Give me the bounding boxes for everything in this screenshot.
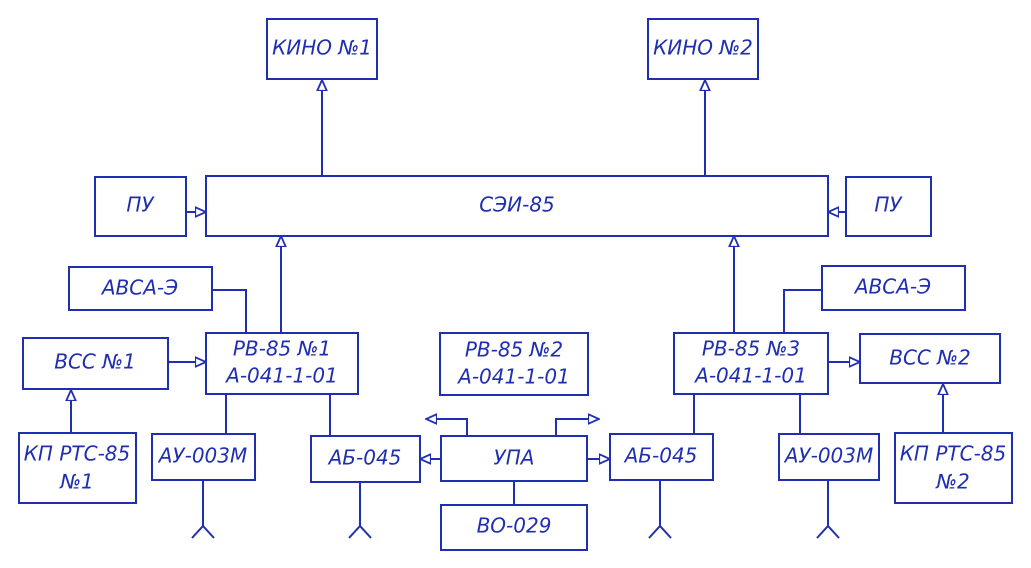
block-pu-right: ПУ bbox=[845, 176, 932, 237]
block-kp1-line2: №1 bbox=[59, 470, 94, 494]
block-vo: ВО-029 bbox=[440, 504, 588, 551]
block-rv2: РВ-85 №2 А-041-1-01 bbox=[439, 332, 589, 396]
upa-right-output-arrow bbox=[555, 419, 599, 436]
antenna-icon bbox=[348, 482, 372, 539]
block-au-left: АУ-003М bbox=[151, 433, 256, 481]
block-pu-left: ПУ bbox=[94, 176, 187, 237]
block-kp2: КП РТС-85 №2 bbox=[894, 432, 1013, 504]
block-vo-label: ВО-029 bbox=[477, 514, 552, 538]
block-kino2: КИНО №2 bbox=[647, 18, 759, 80]
block-rv3-line1: РВ-85 №3 bbox=[702, 337, 800, 361]
block-kp2-line1: КП РТС-85 bbox=[900, 442, 1007, 466]
block-avsa-left: АВСА-Э bbox=[68, 266, 213, 311]
block-kp2-line2: №2 bbox=[935, 470, 970, 494]
block-kp1-line1: КП РТС-85 bbox=[24, 442, 131, 466]
block-pu-right-label: ПУ bbox=[874, 193, 903, 217]
block-avsa-right-label: АВСА-Э bbox=[853, 275, 931, 299]
block-vss1: ВСС №1 bbox=[22, 337, 169, 390]
block-sei-label: СЭИ-85 bbox=[479, 193, 555, 217]
block-ab-left: АБ-045 bbox=[310, 435, 421, 483]
block-vss2: ВСС №2 bbox=[859, 333, 1001, 384]
block-avsa-right: АВСА-Э bbox=[821, 265, 966, 311]
block-pu-left-label: ПУ bbox=[126, 193, 155, 217]
upa-left-output-arrow bbox=[426, 419, 468, 436]
connections bbox=[71, 80, 943, 505]
antenna-icon bbox=[191, 480, 215, 539]
block-kino1-label: КИНО №1 bbox=[272, 36, 372, 60]
block-upa: УПА bbox=[440, 435, 588, 482]
block-rv3: РВ-85 №3 А-041-1-01 bbox=[673, 332, 829, 395]
block-au-right: АУ-003М bbox=[778, 433, 880, 481]
block-ab-left-label: АБ-045 bbox=[327, 446, 402, 470]
block-rv1-line1: РВ-85 №1 bbox=[233, 337, 331, 361]
block-kino1: КИНО №1 bbox=[266, 18, 378, 80]
block-kino2-label: КИНО №2 bbox=[653, 36, 753, 60]
block-rv3-line2: А-041-1-01 bbox=[693, 364, 807, 388]
block-ab-right-label: АБ-045 bbox=[623, 444, 698, 468]
block-ab-right: АБ-045 bbox=[609, 433, 714, 481]
block-au-right-label: АУ-003М bbox=[783, 444, 874, 468]
block-sei: СЭИ-85 bbox=[205, 175, 829, 237]
block-rv1-line2: А-041-1-01 bbox=[224, 364, 338, 388]
block-vss2-label: ВСС №2 bbox=[889, 346, 971, 370]
avsa-left-to-rv1-line bbox=[212, 289, 247, 333]
block-rv2-line1: РВ-85 №2 bbox=[465, 338, 563, 362]
antennas bbox=[191, 480, 840, 539]
block-upa-label: УПА bbox=[494, 446, 535, 470]
block-vss1-label: ВСС №1 bbox=[54, 350, 136, 374]
antenna-icon bbox=[816, 480, 840, 539]
block-au-left-label: АУ-003М bbox=[157, 444, 248, 468]
block-kp1: КП РТС-85 №1 bbox=[18, 432, 137, 504]
antenna-icon bbox=[648, 480, 672, 539]
block-rv1: РВ-85 №1 А-041-1-01 bbox=[205, 332, 359, 395]
block-avsa-left-label: АВСА-Э bbox=[100, 276, 178, 300]
avsa-right-to-rv3-line bbox=[783, 289, 822, 333]
block-rv2-line2: А-041-1-01 bbox=[456, 365, 570, 389]
